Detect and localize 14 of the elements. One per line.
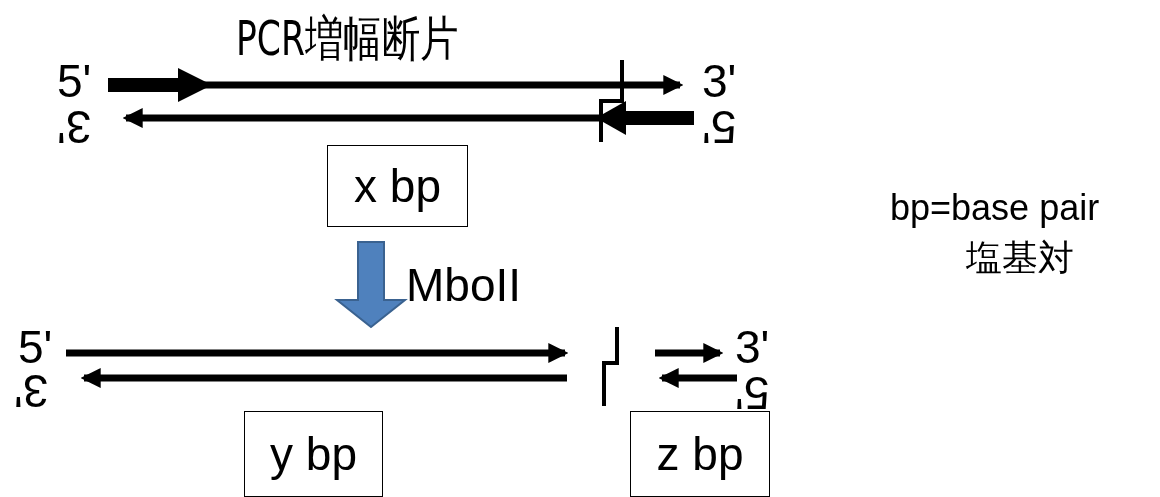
note-text: bp=base pair (890, 190, 1100, 226)
strand-end-label: 3' (14, 368, 49, 414)
length-box: z bp (630, 411, 770, 497)
strand-end-label: 3' (702, 58, 737, 104)
length-box: y bp (244, 411, 383, 497)
title: PCR増幅断片 (236, 14, 459, 62)
strand-end-label: 5' (18, 324, 53, 370)
length-box: x bp (327, 145, 468, 227)
note-text: 塩基対 (966, 240, 1074, 276)
enzyme-label: MboII (406, 262, 522, 308)
strand-end-label: 5' (57, 58, 92, 104)
strand-end-label: 3' (735, 324, 770, 370)
strand-end-label: 3' (57, 104, 92, 150)
strand-end-label: 5' (702, 104, 737, 150)
